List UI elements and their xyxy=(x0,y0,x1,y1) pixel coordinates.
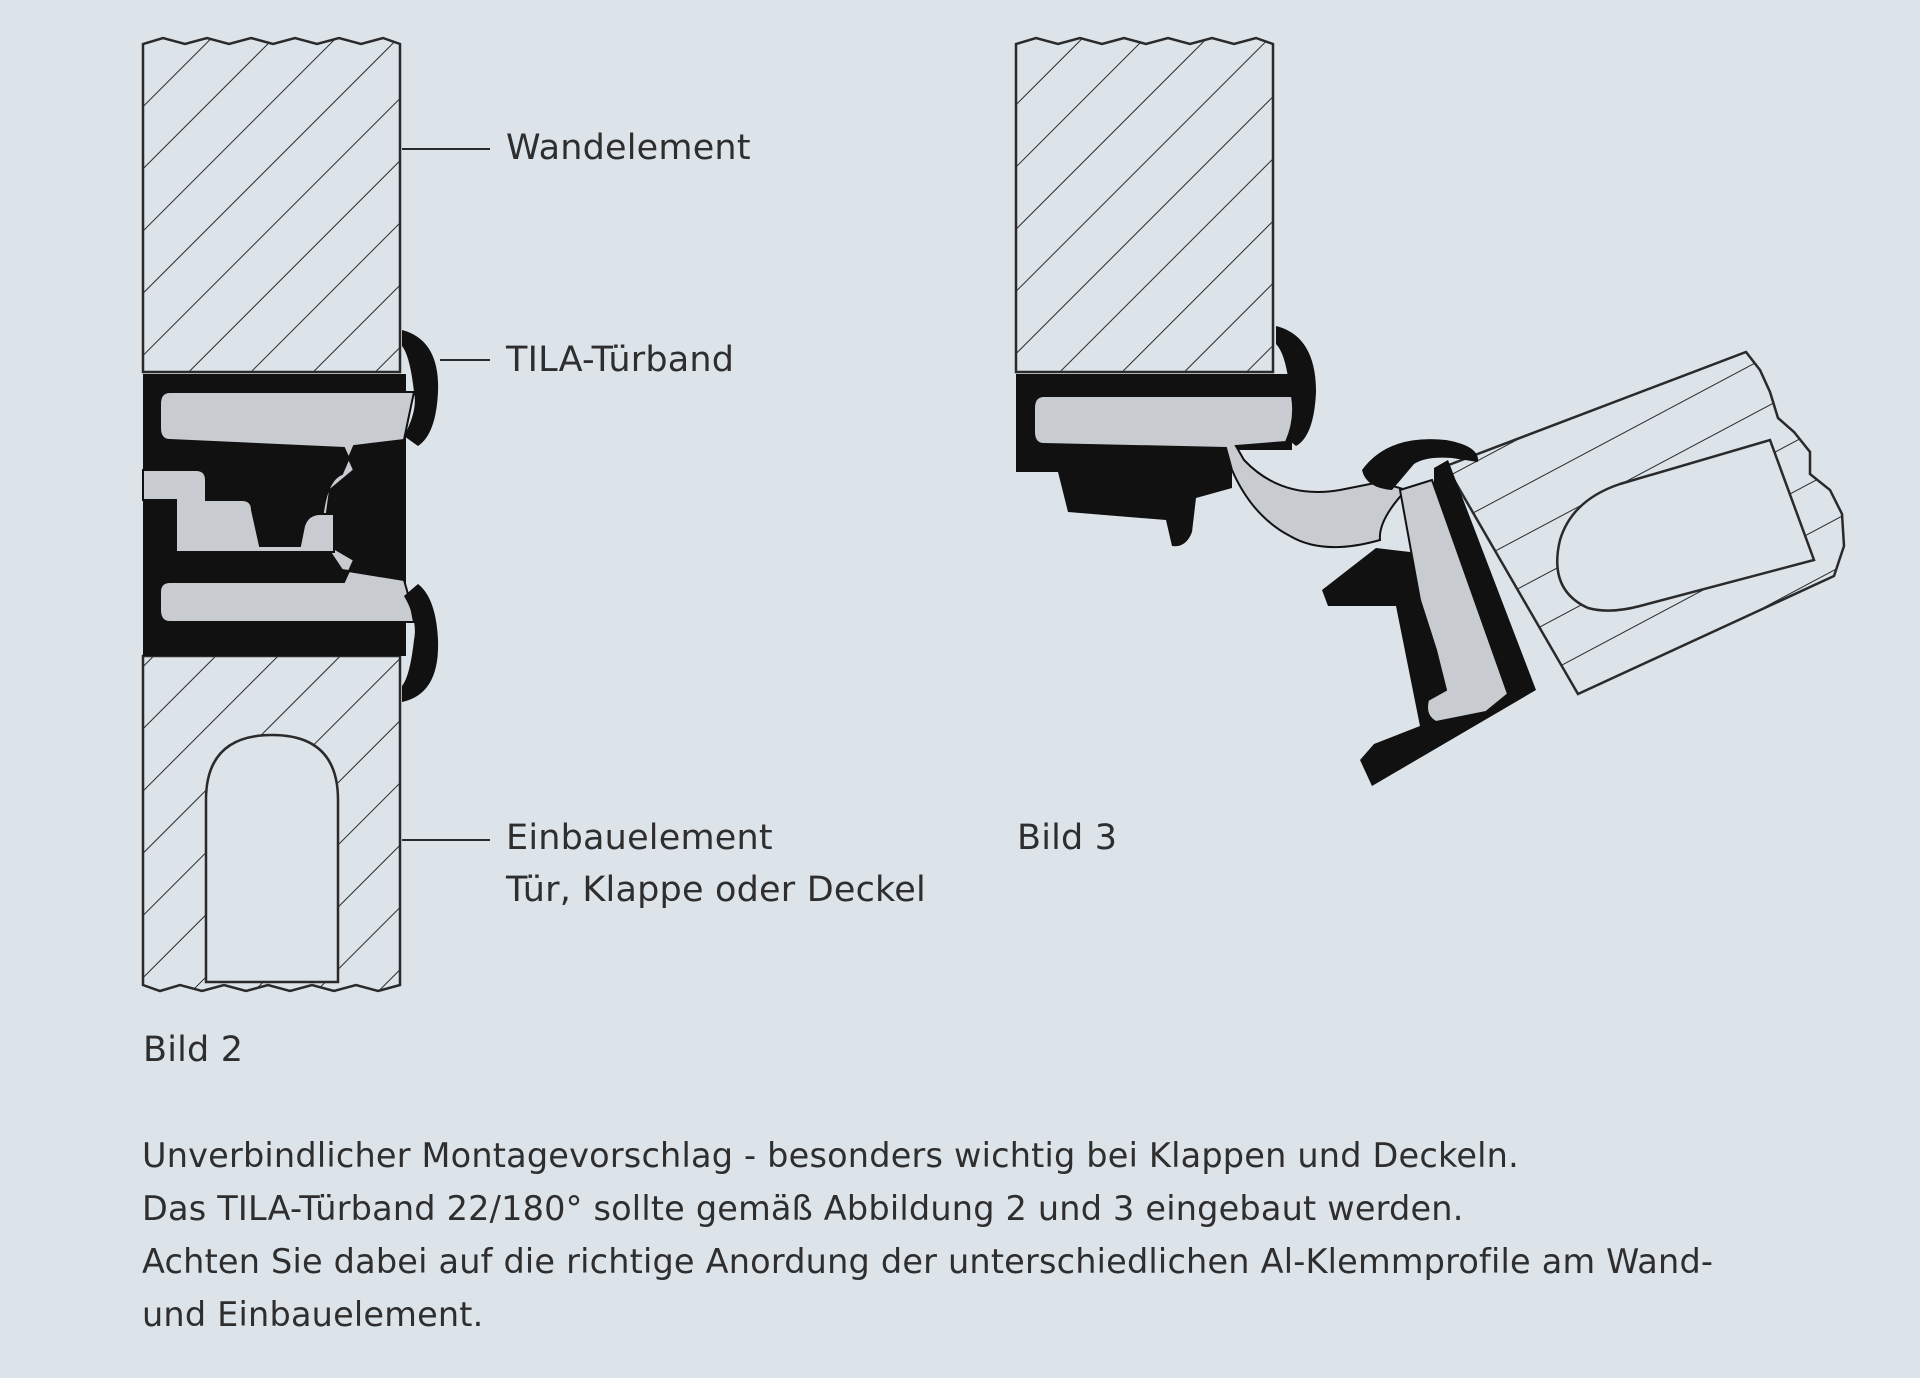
figure-3-caption: Bild 3 xyxy=(1017,818,1118,858)
hinge-body-3 xyxy=(1033,395,1408,549)
installation-note: Unverbindlicher Montagevorschlag - beson… xyxy=(142,1129,1713,1341)
installed-element-slot xyxy=(204,733,340,984)
figure-2-drawing xyxy=(141,36,490,993)
hinge-body xyxy=(159,391,416,623)
clamp-channel xyxy=(142,469,335,553)
hinge-knuckle-top xyxy=(402,330,439,446)
label-installed-element-detail: Tür, Klappe oder Deckel xyxy=(506,870,926,910)
installed-element-slot-3 xyxy=(1556,438,1816,612)
label-wall-element: Wandelement xyxy=(506,128,751,168)
installation-note-line: Das TILA-Türband 22/180° sollte gemäß Ab… xyxy=(142,1189,1464,1228)
hinge-knuckle-door-3 xyxy=(1362,439,1479,490)
installation-note-line: Achten Sie dabei auf die richtige Anordu… xyxy=(142,1242,1714,1281)
wall-element-section xyxy=(141,36,402,374)
hinge-knuckle-wall-3 xyxy=(1276,326,1316,446)
label-hinge: TILA-Türband xyxy=(506,340,735,380)
figure-2-caption: Bild 2 xyxy=(143,1030,244,1070)
hinge-knuckle-bottom xyxy=(402,584,439,702)
wall-element-section-3 xyxy=(1014,36,1275,374)
installation-note-line: und Einbauelement. xyxy=(142,1295,484,1334)
hinge-leaf-door-3 xyxy=(1398,478,1510,724)
label-installed-element: Einbauelement xyxy=(506,818,773,858)
figure-3-drawing xyxy=(1014,36,1846,786)
installation-note-line: Unverbindlicher Montagevorschlag - beson… xyxy=(142,1136,1519,1175)
